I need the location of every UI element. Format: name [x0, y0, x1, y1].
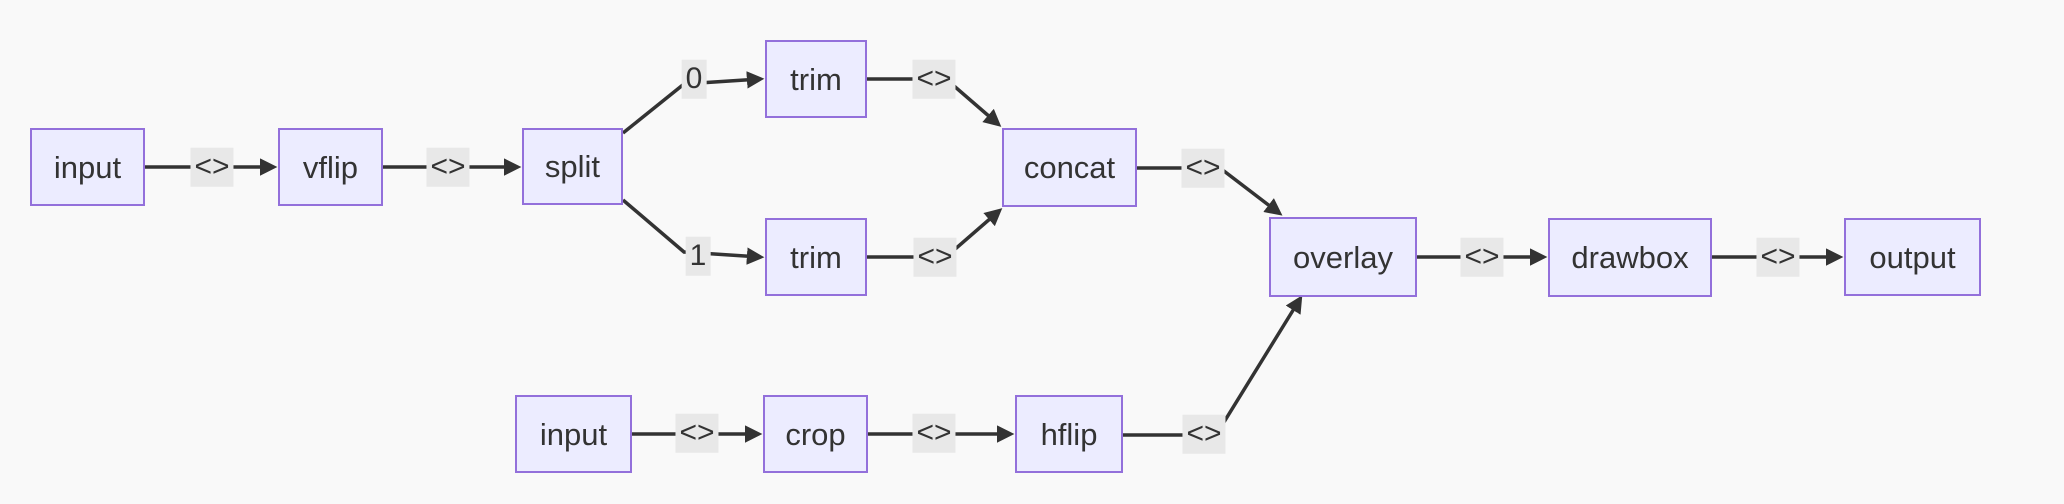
node-label: input — [53, 149, 122, 185]
node-crop: crop — [763, 395, 868, 473]
node-label: hflip — [1040, 416, 1098, 452]
node-label: overlay — [1293, 239, 1393, 275]
node-input-1: input — [30, 128, 145, 206]
node-output: output — [1844, 218, 1981, 296]
edge-label-input2-crop: <> — [675, 413, 719, 453]
edge-label-input1-vflip: <> — [190, 147, 234, 187]
node-trim-0: trim — [765, 40, 867, 118]
node-drawbox: drawbox — [1548, 218, 1712, 297]
node-label: input — [539, 416, 608, 452]
edge-split-to-trim1 — [621, 198, 765, 265]
edge-label-drawbox-output: <> — [1756, 237, 1800, 277]
node-label: concat — [1023, 150, 1116, 185]
node-overlay: overlay — [1269, 217, 1417, 297]
node-label: crop — [785, 416, 846, 452]
edge-label-split-trim0: 0 — [681, 59, 707, 99]
edge-label-vflip-split: <> — [426, 147, 470, 187]
node-vflip: vflip — [278, 128, 383, 206]
node-label: drawbox — [1571, 240, 1689, 275]
edge-label-split-trim1: 1 — [685, 236, 711, 276]
edge-label-crop-hflip: <> — [912, 413, 956, 453]
edge-label-hflip-overlay: <> — [1182, 414, 1226, 454]
node-label: trim — [790, 61, 842, 97]
node-label: split — [544, 149, 601, 184]
edge-label-trim0-concat: <> — [912, 59, 956, 99]
node-concat: concat — [1002, 128, 1137, 207]
edge-label-overlay-drawbox: <> — [1460, 237, 1504, 277]
edge-label-concat-overlay: <> — [1181, 148, 1225, 188]
node-label: trim — [790, 239, 842, 275]
node-hflip: hflip — [1015, 395, 1123, 473]
node-label: output — [1869, 239, 1956, 275]
node-input-2: input — [515, 395, 632, 473]
node-trim-1: trim — [765, 218, 867, 296]
edge-label-trim1-concat: <> — [913, 237, 957, 277]
node-label: vflip — [302, 149, 359, 185]
node-split: split — [522, 128, 623, 205]
